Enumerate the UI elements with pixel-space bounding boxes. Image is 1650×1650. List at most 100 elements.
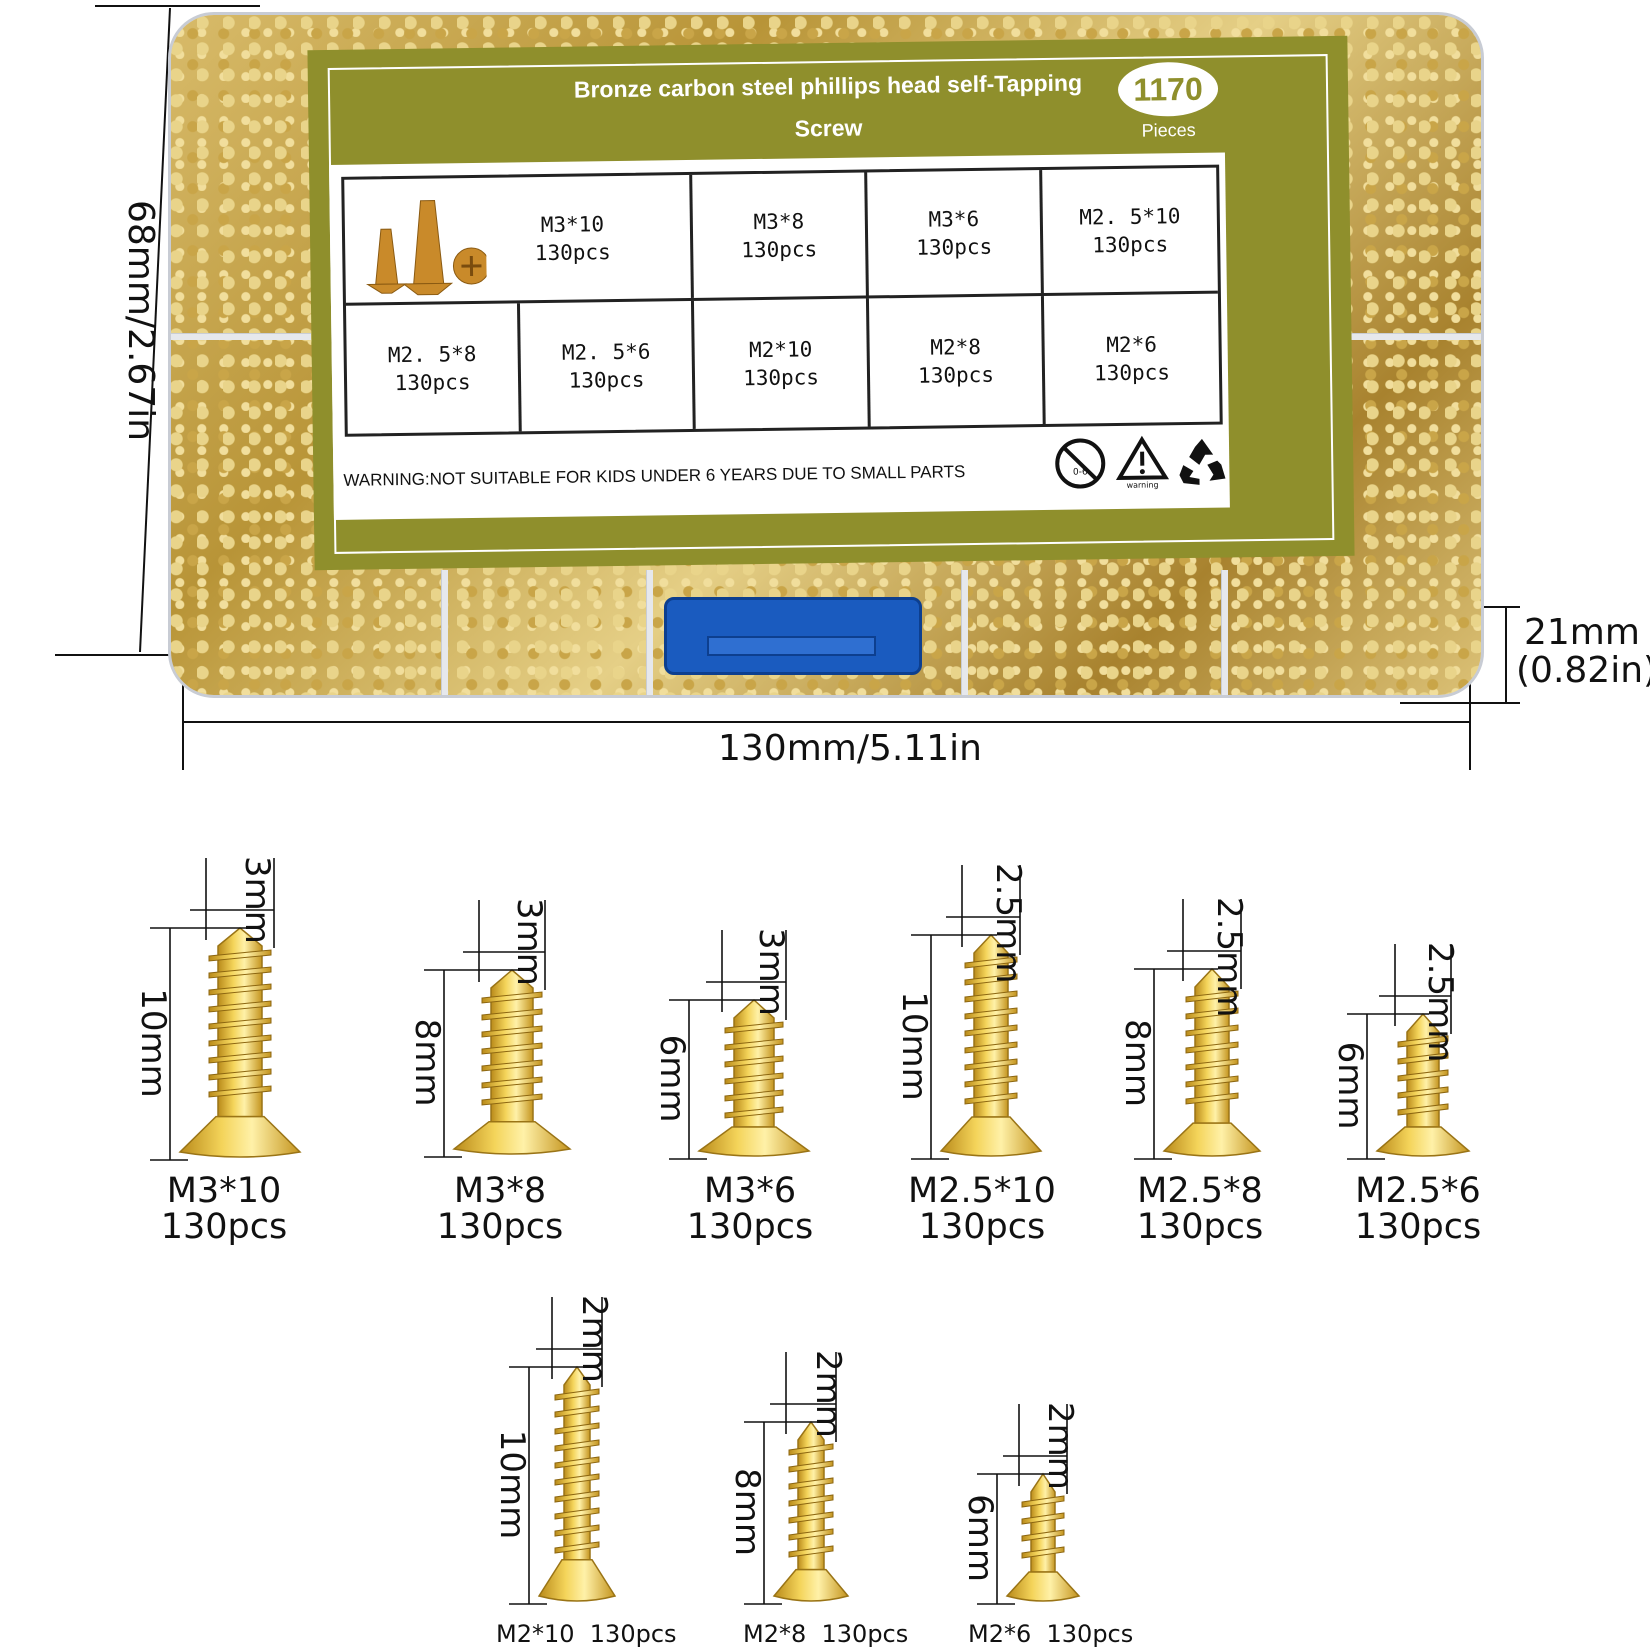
screw-qty: 130pcs <box>686 1207 814 1247</box>
card-white-panel: M3*10 130pcs M3*8 130pcs M3*6 130pcs M2.… <box>329 152 1230 520</box>
screw-diagram <box>939 933 1043 1157</box>
screw-thread <box>788 1494 834 1507</box>
box-depth-mm-label: 21mm <box>1524 612 1640 653</box>
screw-head <box>1005 1571 1081 1602</box>
screw-thread <box>1397 1069 1449 1082</box>
screw-thread <box>208 1051 272 1064</box>
screw-diagram <box>452 969 572 1155</box>
screw-size: M2*6 <box>968 1620 1032 1648</box>
screw-thread <box>481 1093 543 1106</box>
screw-thread <box>724 1021 784 1034</box>
screw-thread <box>964 956 1018 969</box>
screw-diameter-label: 3mm <box>509 898 549 986</box>
screw-diagram <box>697 998 811 1157</box>
screw-thread <box>964 1058 1018 1071</box>
compartment-divider <box>441 570 448 695</box>
box-width-label: 130mm/5.11in <box>718 728 982 769</box>
screw-label-m2x10: M2*10 130pcs <box>496 1620 677 1648</box>
screw-thread <box>208 949 272 962</box>
screw-thread <box>788 1477 834 1490</box>
screw-thread <box>1021 1529 1065 1542</box>
screw-diameter-label: 2mm <box>808 1350 848 1438</box>
screw-thread <box>1021 1512 1065 1525</box>
compartment-divider <box>171 333 311 340</box>
age-symbol-text: 0-6 <box>1073 467 1088 477</box>
screw-thread <box>1397 1052 1449 1065</box>
screw-thread <box>1185 1058 1239 1071</box>
screw-thread <box>964 1024 1018 1037</box>
screw-thread <box>1185 1092 1239 1105</box>
screw-qty: 130pcs <box>436 1207 564 1247</box>
screw-thread <box>788 1545 834 1558</box>
screw-thread <box>554 1473 600 1486</box>
screw-thread <box>481 1025 543 1038</box>
screw-size: M3*8 <box>453 1171 547 1211</box>
screw-qty: 130pcs <box>589 1620 677 1648</box>
screw-head <box>772 1568 850 1602</box>
screw-size: M2.5*8 <box>1137 1171 1263 1211</box>
screw-thread <box>554 1524 600 1537</box>
screw-thread <box>481 1008 543 1021</box>
screw-thread <box>964 1007 1018 1020</box>
screw-diameter-label: 2mm <box>574 1295 614 1383</box>
screw-thread <box>964 1075 1018 1088</box>
screw-thread <box>1397 1103 1449 1116</box>
screw-thread <box>554 1405 600 1418</box>
screw-thread <box>554 1456 600 1469</box>
screw-thread <box>788 1443 834 1456</box>
screw-thread <box>1185 1041 1239 1054</box>
screw-size: M2.5*10 <box>908 1171 1056 1211</box>
screw-thread <box>554 1507 600 1520</box>
screw-length-label: 10mm <box>492 1430 532 1540</box>
screw-thread <box>1021 1495 1065 1508</box>
screw-thread <box>1185 990 1239 1003</box>
screw-label-m3x10: M3*10 130pcs <box>124 1173 324 1245</box>
screw-diameter-label: 3mm <box>237 856 277 944</box>
screw-thread <box>554 1541 600 1554</box>
screw-diameter-label: 3mm <box>751 928 791 1016</box>
screw-head <box>1162 1122 1262 1157</box>
screw-label-m25x10: M2.5*10 130pcs <box>882 1173 1082 1245</box>
screw-size: M3*10 <box>166 1171 282 1211</box>
screw-thread <box>481 1042 543 1055</box>
box-latch[interactable] <box>664 597 922 675</box>
recycle-icon <box>1179 438 1226 485</box>
screw-thread <box>208 1085 272 1098</box>
screw-diagram <box>178 927 302 1158</box>
screw-diameter-label: 2.5mm <box>1209 897 1249 1017</box>
screw-length-label: 10mm <box>133 988 173 1098</box>
screw-label-m2x6: M2*6 130pcs <box>968 1620 1133 1648</box>
screw-thread <box>964 973 1018 986</box>
screw-thread <box>724 1089 784 1102</box>
screw-thread <box>724 1072 784 1085</box>
screw-label-m3x8: M3*8 130pcs <box>400 1173 600 1245</box>
screw-diagram <box>1005 1472 1081 1602</box>
screw-thread <box>964 990 1018 1003</box>
screw-size: M2*8 <box>743 1620 807 1648</box>
screw-thread <box>1397 1035 1449 1048</box>
screw-head <box>939 1116 1043 1157</box>
screw-length-label: 8mm <box>1117 1019 1157 1107</box>
screw-size: M3*6 <box>703 1171 797 1211</box>
screw-qty: 130pcs <box>918 1207 1046 1247</box>
compartment-divider <box>646 570 653 695</box>
screw-thread <box>208 983 272 996</box>
product-label-card: Bronze carbon steel phillips head self-T… <box>307 35 1355 571</box>
warning-symbol-text: warning <box>1126 480 1158 489</box>
screw-qty: 130pcs <box>1046 1620 1134 1648</box>
compartment-divider <box>1221 570 1228 695</box>
screw-thread <box>1021 1546 1065 1559</box>
screw-thread <box>788 1511 834 1524</box>
screw-thread <box>788 1528 834 1541</box>
screw-thread <box>554 1490 600 1503</box>
screw-label-m2x8: M2*8 130pcs <box>743 1620 908 1648</box>
screw-thread <box>724 1038 784 1051</box>
screw-diagram <box>1375 1012 1471 1157</box>
no-small-children-icon: 0-6 <box>1055 438 1106 489</box>
screw-thread <box>964 1092 1018 1105</box>
grid-cell: M3*10 130pcs <box>344 174 694 303</box>
screw-head <box>452 1120 572 1155</box>
screw-thread <box>208 1034 272 1047</box>
warning-triangle-icon: warning <box>1115 435 1170 490</box>
screw-length-label: 6mm <box>1330 1042 1370 1130</box>
